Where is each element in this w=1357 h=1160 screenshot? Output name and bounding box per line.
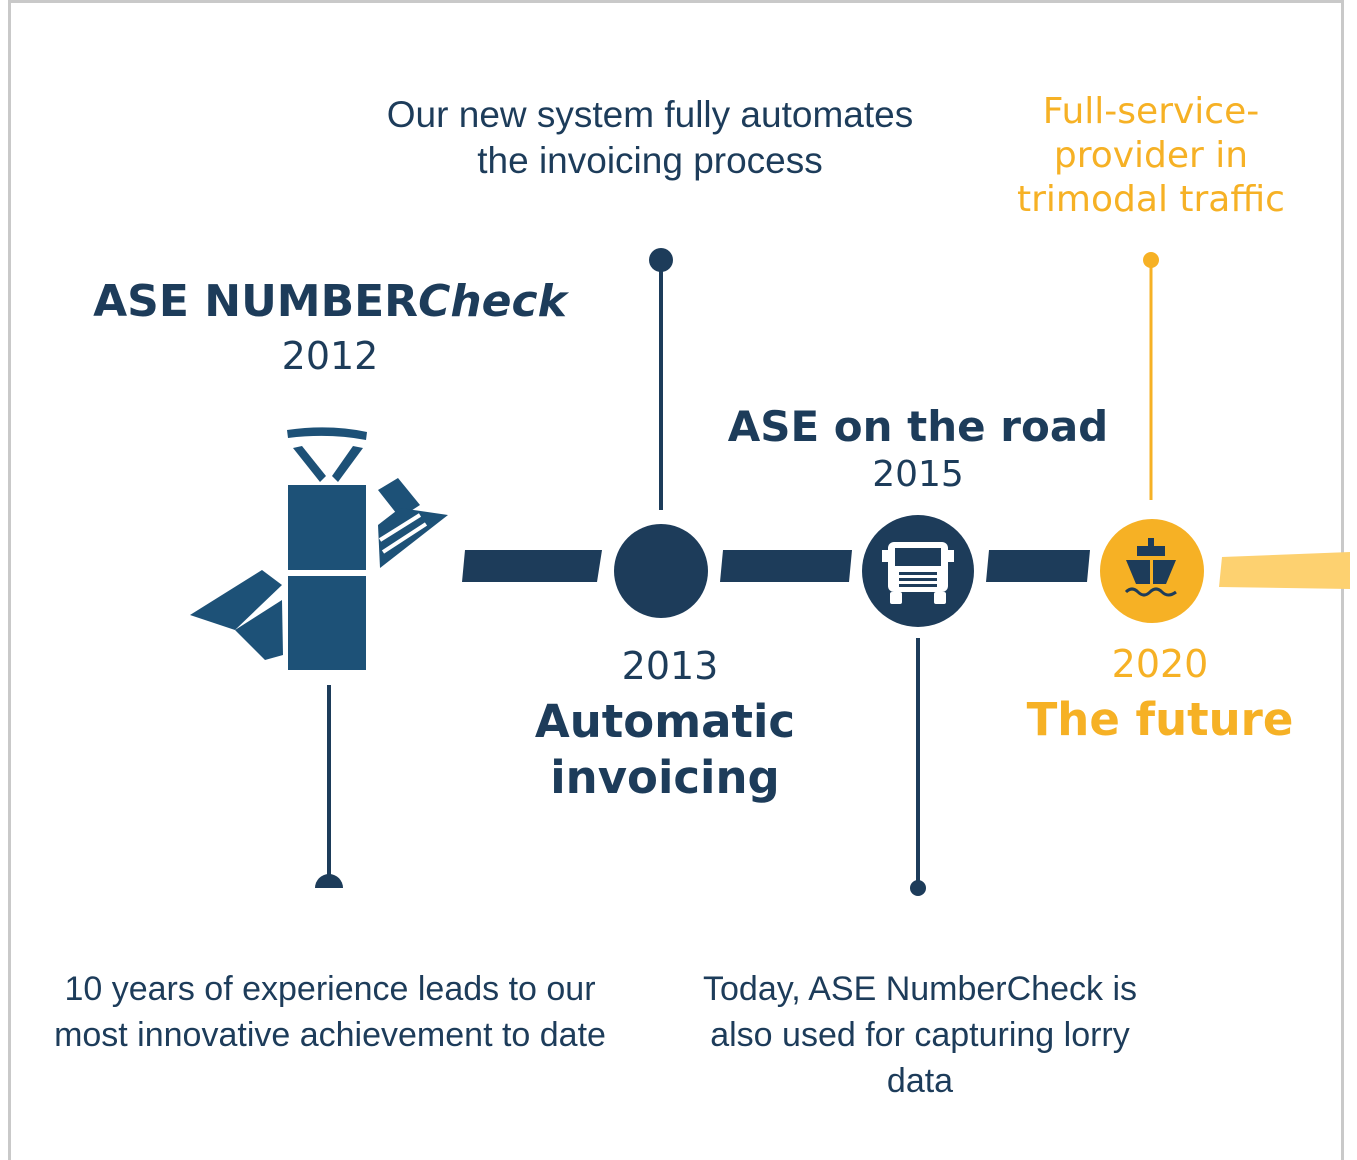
description-2020-line-2: provider in	[1053, 135, 1249, 176]
title-2012: ASE NUMBERCheck	[40, 276, 620, 328]
description-2012: 10 years of experience leads to our most…	[54, 970, 606, 1054]
satellite-icon	[190, 427, 448, 670]
ship-icon	[1124, 538, 1177, 597]
description-2015: Today, ASE NumberCheck is also used for …	[660, 966, 1180, 1104]
title-2012-italic: Check	[418, 276, 567, 327]
timeline-segment-1	[462, 550, 602, 582]
title-2013-line-2: invoicing	[550, 751, 780, 804]
description-2015-line-2: also used for capturing lorry	[710, 1016, 1130, 1054]
title-2015: ASE on the road	[727, 402, 1109, 451]
timeline-segment-future	[1219, 552, 1350, 589]
year-2012: 2012	[281, 334, 379, 378]
connector-dot-2020	[1143, 252, 1159, 268]
title-2012-main: ASE NUMBER	[93, 276, 419, 327]
milestone-circle-2013	[614, 524, 708, 618]
title-2013-line-1: Automatic	[534, 695, 796, 748]
description-2013-line-2: the invoicing process	[477, 140, 823, 181]
connector-dot-2012	[315, 874, 343, 888]
description-2020-line-1: Full-service-	[1042, 91, 1260, 132]
year-2015: 2015	[872, 454, 964, 495]
description-2020: Full-service- provider in trimodal traff…	[990, 90, 1312, 222]
description-2015-line-1: Today, ASE NumberCheck is	[703, 970, 1137, 1008]
year-2013: 2013	[621, 644, 719, 688]
description-2013-line-1: Our new system fully automates	[386, 94, 914, 135]
truck-icon	[882, 542, 954, 604]
connector-dot-2013	[649, 248, 673, 272]
title-2013: Automatic invoicing	[440, 694, 890, 806]
title-2020: The future	[1026, 693, 1294, 746]
description-2013: Our new system fully automates the invoi…	[330, 92, 970, 184]
year-2020: 2020	[1111, 642, 1209, 686]
timeline-segment-2	[720, 550, 852, 582]
timeline-segment-3	[986, 550, 1090, 582]
description-2015-line-3: data	[886, 1062, 954, 1100]
description-2020-line-3: trimodal traffic	[1017, 179, 1285, 220]
connector-dot-2015	[910, 880, 926, 896]
